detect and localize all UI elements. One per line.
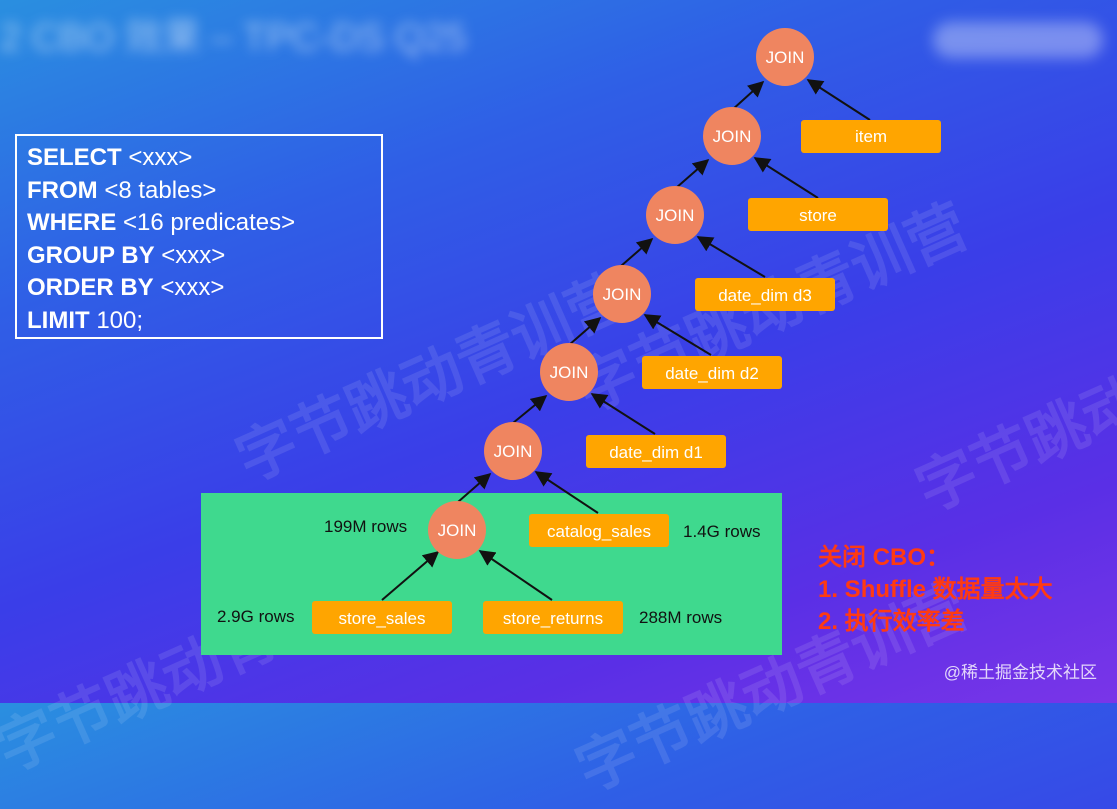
row-count-store-returns: 288M rows — [639, 608, 723, 627]
edge-arrow — [675, 158, 710, 189]
join-node: JOIN — [703, 107, 761, 165]
sql-line: FROM <8 tables> — [27, 175, 371, 208]
sql-line: SELECT <xxx> — [27, 142, 371, 175]
table-node-date-dim-d2: date_dim d2 — [642, 356, 782, 389]
join-label: JOIN — [713, 127, 752, 146]
table-node-date-dim-d1: date_dim d1 — [586, 435, 726, 468]
row-count-join: 199M rows — [324, 517, 408, 536]
join-node: JOIN — [756, 28, 814, 86]
edge-arrow — [753, 157, 819, 199]
table-label: item — [855, 127, 887, 146]
sql-clause: <xxx> — [121, 144, 193, 171]
slide-title: 2 CBO 效果 – TPC-DS Q25 — [0, 17, 467, 59]
edge-arrow — [590, 393, 656, 435]
table-node-store-returns: store_returns — [483, 601, 623, 634]
join-node: JOIN — [428, 501, 486, 559]
sql-line: WHERE <16 predicates> — [27, 207, 371, 240]
sql-clause: 100; — [89, 306, 144, 334]
sql-line: GROUP BY <xxx> — [27, 240, 371, 273]
sql-clause: <xxx> — [153, 274, 225, 301]
logo-blurred — [933, 22, 1103, 58]
join-label: JOIN — [550, 363, 589, 382]
footer-watermark: @稀土掘金技术社区 — [943, 663, 1097, 682]
sql-keyword: ORDER BY — [27, 274, 154, 301]
sql-line: LIMIT 100; — [27, 305, 371, 338]
sql-clause: <16 predicates> — [116, 209, 296, 236]
sql-keyword: GROUP BY — [27, 241, 155, 269]
edge-arrow — [381, 550, 440, 601]
table-label: date_dim d3 — [718, 286, 812, 305]
cbo-off-note: 关闭 CBO： 1. Shuffle 数据量太大 2. 执行效率差 — [818, 542, 1053, 638]
table-label: store — [799, 206, 837, 225]
join-node: JOIN — [646, 186, 704, 244]
table-label: store_returns — [503, 609, 603, 628]
edge-arrow — [806, 79, 871, 121]
join-node: JOIN — [540, 343, 598, 401]
note-item: 2. 执行效率差 — [818, 608, 965, 635]
edge-arrow — [512, 394, 548, 424]
row-count-catalog-sales: 1.4G rows — [683, 522, 761, 541]
join-label: JOIN — [766, 48, 805, 67]
edge-arrow — [643, 314, 712, 356]
sql-keyword: LIMIT — [27, 306, 90, 334]
table-label: catalog_sales — [547, 522, 651, 541]
edge-arrow — [457, 472, 492, 503]
sql-keyword: SELECT — [27, 144, 122, 171]
table-node-store-sales: store_sales — [312, 601, 452, 634]
edge-arrow — [731, 80, 765, 111]
join-label: JOIN — [438, 521, 477, 540]
sql-keyword: FROM — [27, 176, 98, 204]
join-tree-diagram: JOIN JOIN JOIN JOIN JOIN JOIN JOIN item … — [312, 28, 941, 634]
table-label: date_dim d2 — [665, 364, 759, 383]
join-label: JOIN — [603, 285, 642, 304]
join-label: JOIN — [656, 206, 695, 225]
edge-arrow — [478, 550, 553, 601]
table-node-store: store — [748, 198, 888, 231]
note-heading: 关闭 CBO： — [818, 544, 950, 571]
join-label: JOIN — [494, 442, 533, 461]
sql-clause: <xxx> — [154, 241, 226, 269]
sql-line: ORDER BY <xxx> — [27, 272, 371, 305]
sql-clause: <8 tables> — [97, 176, 217, 204]
edge-arrow — [534, 471, 599, 514]
edge-arrow — [620, 237, 654, 267]
table-label: date_dim d1 — [609, 443, 703, 462]
note-item: 1. Shuffle 数据量太大 — [818, 576, 1053, 603]
edge-arrow — [696, 236, 766, 278]
table-label: store_sales — [339, 609, 426, 628]
table-node-date-dim-d3: date_dim d3 — [695, 278, 835, 311]
join-node: JOIN — [593, 265, 651, 323]
join-node: JOIN — [484, 422, 542, 480]
table-node-item: item — [801, 120, 941, 153]
table-node-catalog-sales: catalog_sales — [529, 514, 669, 547]
sql-query-box: SELECT <xxx> FROM <8 tables> WHERE <16 p… — [15, 134, 383, 339]
row-count-store-sales: 2.9G rows — [217, 607, 295, 626]
sql-keyword: WHERE — [27, 209, 117, 236]
edge-arrow — [568, 316, 602, 346]
